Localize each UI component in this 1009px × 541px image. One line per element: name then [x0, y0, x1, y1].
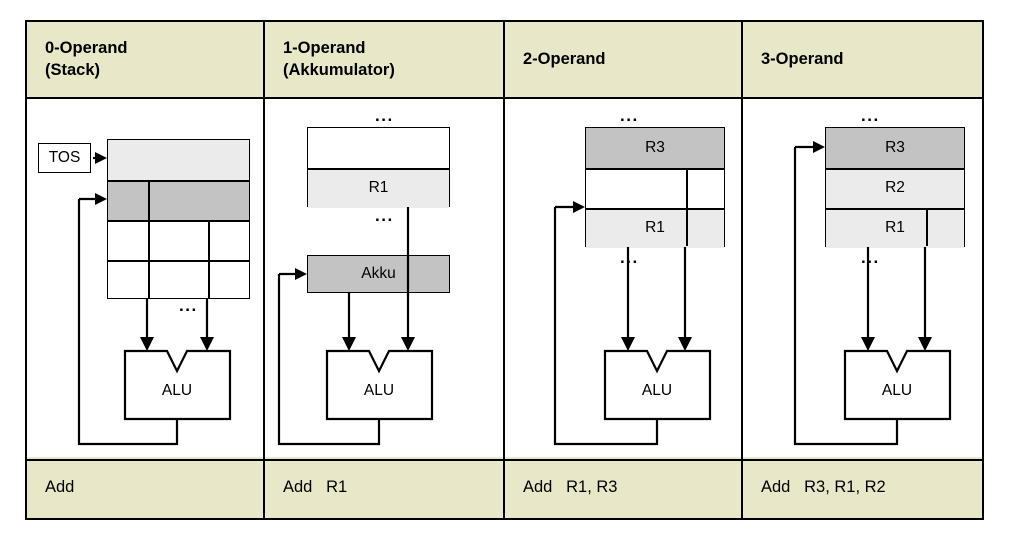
reg2-cell-r1-label: R1: [645, 219, 665, 236]
panel-stack: TOS ...: [27, 99, 263, 459]
alu-accumulator: ALU: [325, 349, 434, 421]
akku-writeback-arrow-head: [295, 268, 307, 280]
stack-cell-0-fill: [108, 140, 249, 180]
akku-feedback-path: [277, 274, 381, 446]
regfile-top-ellipsis-2: ...: [620, 106, 639, 125]
alu-three-operand: ALU: [843, 349, 952, 421]
stack-operand2-arrow: [200, 337, 214, 351]
panel-accumulator: ... R1 ... Akku: [265, 99, 503, 459]
instruction-cell-1: Add R1: [265, 457, 503, 518]
reg2-cell-r3-label: R3: [645, 139, 665, 156]
instruction-2: Add R1, R3: [523, 478, 618, 496]
alu-two-operand: ALU: [603, 349, 712, 421]
register-file-3: R3 R2 R1: [825, 127, 965, 248]
register-file-1: R1: [307, 127, 450, 208]
reg3-cell-r2-label: R2: [885, 179, 905, 196]
reg3-cell-r3-label: R3: [885, 139, 905, 156]
alu-stack: ALU: [123, 349, 232, 421]
alu-three-operand-label: ALU: [882, 382, 912, 399]
stack-bus-line-right: [208, 220, 210, 298]
alu-stack-label: ALU: [162, 382, 192, 399]
alu-two-operand-shape: [603, 349, 712, 421]
instruction-0: Add: [45, 478, 75, 496]
reg1-cell-label: R1: [368, 179, 389, 196]
register-file-2: R3 R1: [585, 127, 725, 248]
instruction-cell-2: Add R1, R3: [505, 457, 741, 518]
reg3-rowline-1: [826, 168, 964, 170]
reg3-cell-r1-fill: [826, 208, 964, 248]
three-operand-busB-arrow: [918, 337, 932, 351]
reg2-bus-line-right: [686, 168, 688, 246]
header-cell-2: 2-Operand: [505, 22, 741, 97]
alu-two-operand-label: ALU: [642, 382, 672, 399]
tos-label-box: TOS: [38, 143, 91, 173]
reg3-rowline-2: [826, 208, 964, 210]
header-3-line1: 3-Operand: [761, 49, 844, 68]
panel-two-operand: ... R3 R1 ...: [505, 99, 741, 459]
header-1-line2: (Akkumulator): [283, 60, 395, 79]
two-operand-busB-arrow: [678, 337, 692, 351]
stack-operand1-arrow: [140, 337, 154, 351]
reg3-bus-line-right: [926, 208, 928, 246]
two-operand-feedback-path: [553, 207, 659, 446]
reg2-cell-r3-fill: [586, 128, 724, 168]
accumulator-wiring: ALU: [277, 207, 434, 446]
stack-rowline-3: [108, 260, 249, 262]
alu-stack-shape: [123, 349, 232, 421]
akku-operand-r1-arrow: [401, 337, 415, 351]
alu-accumulator-shape: [325, 349, 434, 421]
header-1-line1: 1-Operand: [283, 39, 366, 58]
header-0-line2: (Stack): [45, 60, 101, 79]
column-divider-2: [503, 22, 505, 518]
regfile-top-ellipsis-3: ...: [861, 106, 880, 125]
reg3-cell-r3-fill: [826, 128, 964, 168]
three-operand-wiring: ALU: [793, 141, 952, 446]
r3-writeback-arrow-head-3: [813, 141, 825, 153]
instruction-cell-0: Add: [27, 457, 263, 518]
operand-format-table: 0-Operand (Stack) 1-Operand (Akkumulator…: [25, 20, 984, 520]
header-0-line1: 0-Operand: [45, 39, 128, 58]
reg3-cell-r1-label: R1: [885, 219, 905, 236]
accumulator-box: Akku: [307, 255, 450, 293]
reg1-cell-fill: [308, 168, 449, 208]
alu-three-operand-shape: [843, 349, 952, 421]
accumulator-label: Akku: [361, 265, 396, 282]
stack-cell-1-fill: [108, 180, 249, 220]
tos-arrow-head: [95, 152, 107, 164]
instruction-1: Add R1: [283, 478, 348, 496]
three-operand-busA-arrow: [861, 337, 875, 351]
header-cell-3: 3-Operand: [743, 22, 984, 97]
r1-writeback-arrow-head-2: [573, 201, 585, 213]
column-divider-3: [741, 22, 743, 518]
regfile-bottom-ellipsis-1: ...: [375, 206, 394, 225]
regfile-bottom-ellipsis-3: ...: [861, 248, 880, 267]
akku-operand-acc-arrow: [342, 337, 356, 351]
tos-label: TOS: [48, 149, 81, 166]
reg3-cell-r2-fill: [826, 168, 964, 208]
stack-wiring: ALU: [77, 152, 232, 446]
regfile-top-ellipsis-1: ...: [375, 106, 394, 125]
instruction-cell-3: Add R3, R1, R2: [743, 457, 984, 518]
reg2-cell-r1-fill: [586, 208, 724, 248]
stack-writeback-arrow-head: [95, 193, 107, 205]
header-cell-0: 0-Operand (Stack): [27, 22, 263, 97]
instruction-3: Add R3, R1, R2: [761, 478, 886, 496]
stack-ellipsis: ...: [179, 296, 198, 315]
reg1-rowline: [308, 168, 449, 170]
reg2-rowline-1: [586, 168, 724, 170]
stack-rowline-2: [108, 220, 249, 222]
panel-three-operand: ... R3 R2 R1 ...: [743, 99, 984, 459]
reg2-rowline-2: [586, 208, 724, 210]
two-operand-busA-arrow: [621, 337, 635, 351]
stack-bus-line-left: [148, 180, 150, 298]
alu-accumulator-label: ALU: [364, 382, 394, 399]
two-operand-wiring: ALU: [553, 201, 712, 446]
header-2-line1: 2-Operand: [523, 49, 606, 68]
stack-rowline-1: [108, 180, 249, 182]
three-operand-feedback-path: [793, 147, 899, 446]
stack-memory-block: [107, 139, 250, 299]
header-cell-1: 1-Operand (Akkumulator): [265, 22, 503, 97]
stack-feedback-path: [77, 199, 179, 446]
column-divider-1: [263, 22, 265, 518]
